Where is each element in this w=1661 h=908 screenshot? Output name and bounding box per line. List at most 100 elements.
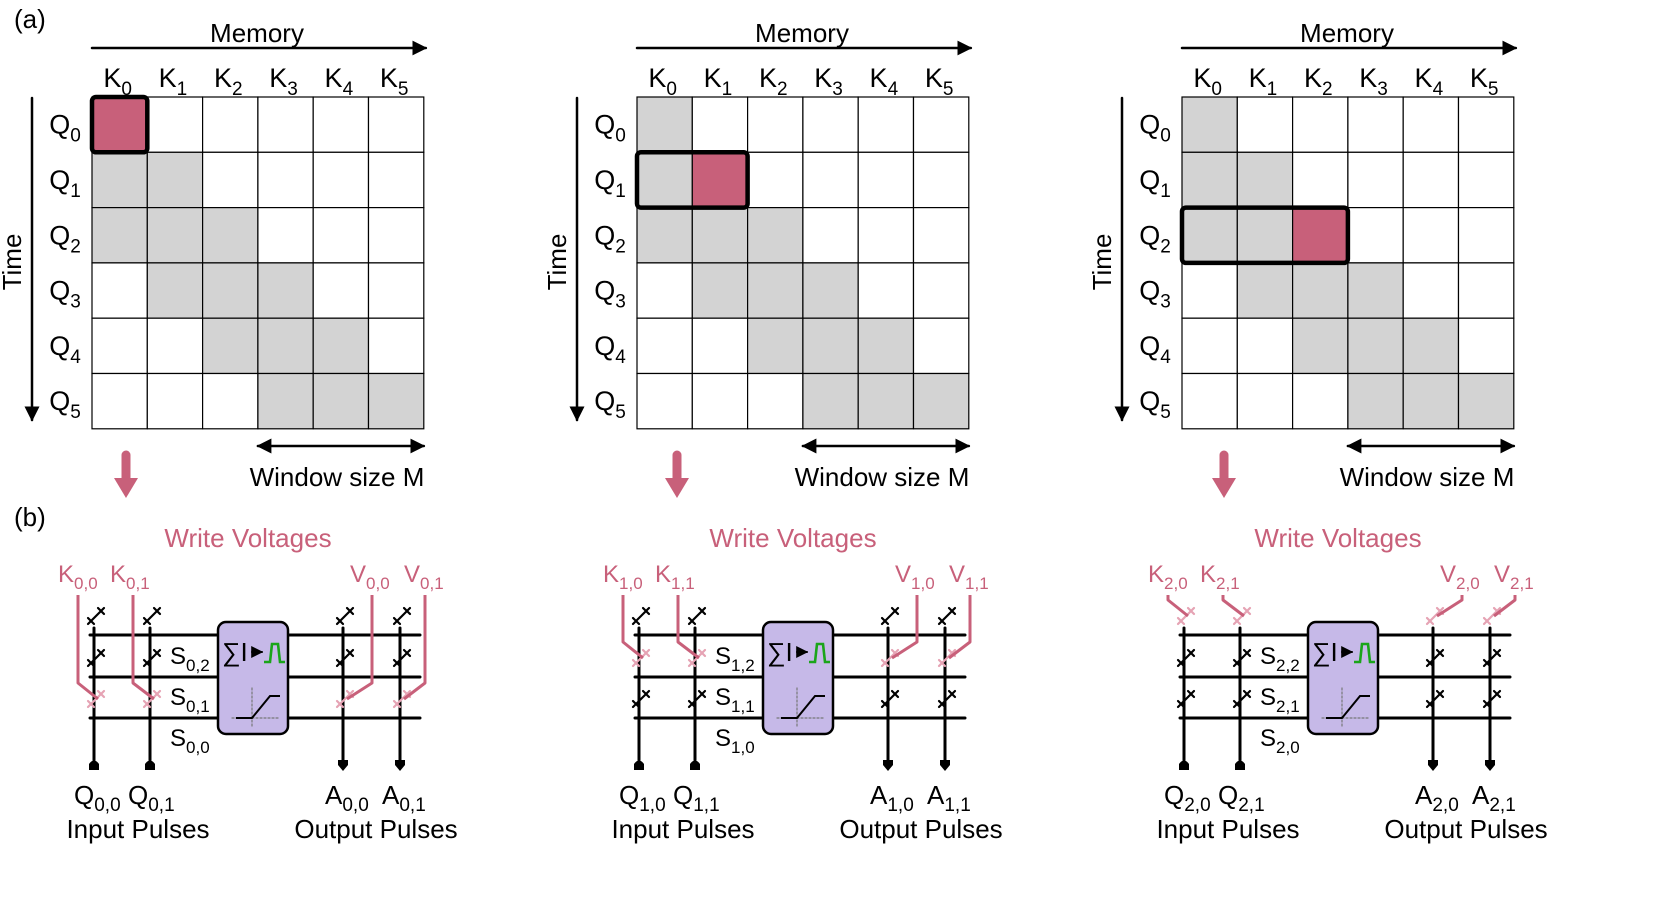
grid-cell [91,372,148,430]
write-line-k1 [1221,595,1245,618]
write-label-k1: K2,1 [1200,561,1240,593]
row-label-q0: Q0 [594,110,626,147]
time-axis-label: Time [1087,234,1117,291]
grid-cell [146,207,204,264]
grid-cell [1457,262,1515,319]
memory-axis-label: Memory [1300,18,1394,48]
write-line-v0 [1436,595,1464,618]
input-terminal [145,760,155,770]
grid-cell [146,96,204,153]
time-axis-label: Time [0,234,27,291]
window-size-label: Window size M [1340,462,1515,492]
memristor-device [1425,689,1445,709]
memory-axis-label: Memory [755,18,849,48]
grid-cell [367,207,425,264]
write-voltages-label: Write Voltages [1254,523,1421,553]
grid-cell [146,262,204,319]
grid-cell [1291,151,1349,209]
memristor-device [631,606,651,626]
row-label-q3: Q3 [1139,276,1171,313]
memristor-device [1482,689,1502,709]
grid-cell [912,262,970,319]
grid-cell [802,317,859,375]
grid-cell [802,207,859,264]
grid-cell [202,372,259,430]
col-label-k0: K0 [1193,63,1222,100]
input-pulses-label: Input Pulses [1156,814,1299,844]
grid-cell [146,372,204,430]
grid-cell [1236,96,1294,153]
time-axis-label: Time [542,234,572,291]
output-label-0: A1,0 [870,780,914,816]
grid-cell [1236,151,1294,209]
state-label-1: S2,1 [1260,684,1300,716]
grid-cell [1181,96,1238,153]
grid-cell [857,96,915,153]
grid-cell [1347,151,1404,209]
grid-cell [91,262,148,319]
grid-cell [1181,207,1238,264]
input-terminal [634,760,644,770]
write-label-k0: K0,0 [58,561,98,593]
write-label-k1: K0,1 [110,561,150,593]
grid-cell [257,96,314,153]
state-label-1: S1,1 [715,684,755,716]
write-line-v0 [891,595,919,660]
window-size-label: Window size M [795,462,970,492]
grid-cell [1347,207,1404,264]
sum-current-symbol: ∑I [222,637,248,667]
input-terminal [690,760,700,770]
grid-cell [91,96,148,153]
grid-cell [746,96,804,153]
write-line-k0 [76,595,99,701]
grid-cell [1236,207,1294,264]
row-label-q0: Q0 [1139,110,1171,147]
output-terminal [1428,760,1438,771]
grid-cell [1236,372,1294,430]
active-window-highlight [1179,205,1351,266]
row-label-q1: Q1 [1139,165,1171,202]
output-terminal [1485,760,1495,771]
row-label-q3: Q3 [594,276,626,313]
grid-cell [746,317,804,375]
input-pulses-label: Input Pulses [611,814,754,844]
write-line-v1 [1493,595,1517,618]
grid-cell [1457,372,1515,430]
input-label-0: Q0,0 [74,780,121,816]
grid-cell [691,262,749,319]
col-label-k2: K2 [759,63,788,100]
grid-cell [912,317,970,375]
grid-cell [691,372,749,430]
output-terminal [338,760,348,771]
active-window-highlight [89,94,150,155]
grid-cell [312,151,370,209]
state-label-0: S2,2 [1260,643,1300,675]
row-label-q1: Q1 [49,165,81,202]
col-label-k1: K1 [1249,63,1278,100]
grid-cell [857,262,915,319]
write-line-k1 [676,595,700,660]
sum-current-symbol: ∑I [767,637,793,667]
memristor-device [1232,648,1252,668]
grid-cell [802,372,859,430]
write-line-v0 [346,595,374,701]
output-label-0: A2,0 [1415,780,1459,816]
memristor-device [1482,648,1502,668]
grid-cell [202,96,259,153]
row-label-q3: Q3 [49,276,81,313]
memristor-device [335,689,355,709]
spike-pulse-icon [264,642,285,664]
grid-cell [1181,151,1238,209]
state-label-2: S1,0 [715,725,755,757]
grid-cell [636,262,693,319]
input-label-0: Q2,0 [1164,780,1211,816]
grid-cell [912,151,970,209]
col-label-k0: K0 [648,63,677,100]
grid-cell [312,317,370,375]
output-pulses-label: Output Pulses [1384,814,1547,844]
grid-cell [691,96,749,153]
grid-cell [367,372,425,430]
grid-cell [1347,372,1404,430]
row-label-q4: Q4 [594,331,626,368]
